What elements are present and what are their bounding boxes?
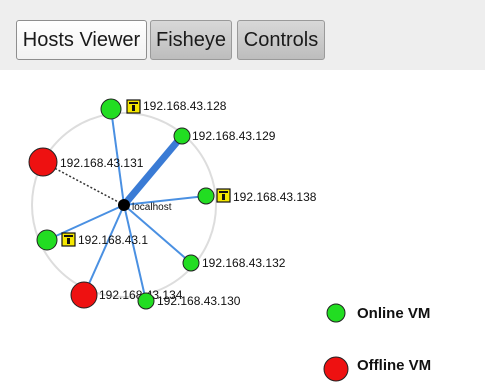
host-node-offline[interactable] (28, 147, 58, 177)
host-node-online[interactable] (137, 292, 155, 310)
localhost-node[interactable] (118, 199, 130, 211)
host-label: 192.168.43.129 (192, 129, 276, 143)
host-node-offline[interactable] (70, 281, 98, 309)
tab-fisheye[interactable]: Fisheye (150, 20, 232, 60)
edge (123, 204, 192, 264)
edge (83, 204, 125, 296)
key-badge-icon (216, 188, 231, 203)
host-label: 192.168.43.138 (233, 190, 317, 204)
edge (123, 195, 207, 206)
host-node-online[interactable] (36, 229, 58, 251)
host-label: 192.168.43.128 (143, 99, 227, 113)
host-node-online[interactable] (100, 98, 122, 120)
edge (123, 204, 147, 302)
host-label: 192.168.43.130 (157, 294, 241, 308)
host-node-online[interactable] (197, 187, 215, 205)
edge (121, 133, 185, 208)
edge (110, 108, 125, 206)
host-label: 192.168.43.132 (202, 256, 286, 270)
localhost-label: localhost (132, 202, 172, 213)
tab-bar: Hosts Viewer Fisheye Controls (0, 0, 485, 70)
tab-hosts-viewer[interactable]: Hosts Viewer (16, 20, 147, 60)
legend-online-marker (326, 303, 346, 323)
orbit-circle (31, 112, 217, 298)
host-label: 192.168.43.131 (60, 156, 144, 170)
legend-offline-label: Offline VM (357, 357, 432, 374)
host-label: 192.168.43.1 (78, 233, 148, 247)
key-badge-icon (61, 232, 76, 247)
edge (42, 161, 125, 206)
legend-online-label: Online VM (357, 305, 431, 322)
tab-controls[interactable]: Controls (237, 20, 325, 60)
edge (46, 204, 125, 241)
key-badge-icon (126, 99, 141, 114)
legend-offline-marker (323, 356, 349, 382)
host-node-online[interactable] (173, 127, 191, 145)
host-node-online[interactable] (182, 254, 200, 272)
